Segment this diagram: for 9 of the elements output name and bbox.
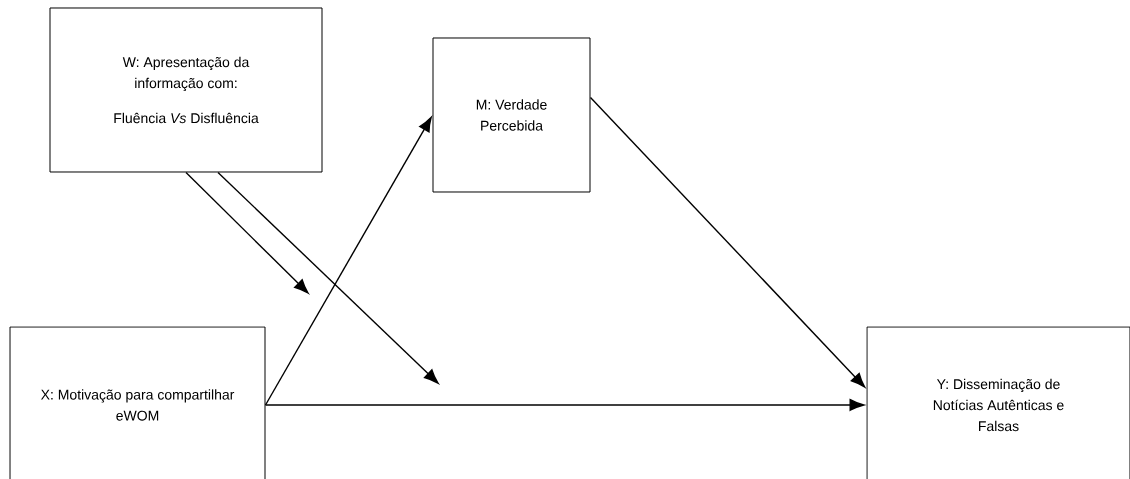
arrow: [264, 116, 432, 406]
arrow: [185, 171, 309, 294]
process-box: X: Motivação para compartilhar eWOM: [9, 326, 266, 479]
process-box: M: Verdade Percebida: [432, 37, 591, 193]
process-box: Y: Disseminação de Notícias Autênticas e Falsas: [866, 326, 1130, 479]
arrow: [217, 171, 439, 384]
process-box: W: Apresentação da informação com: Fluência Vs Disfluência: [49, 7, 323, 173]
arrow: [264, 399, 865, 411]
arrow: [589, 96, 866, 388]
